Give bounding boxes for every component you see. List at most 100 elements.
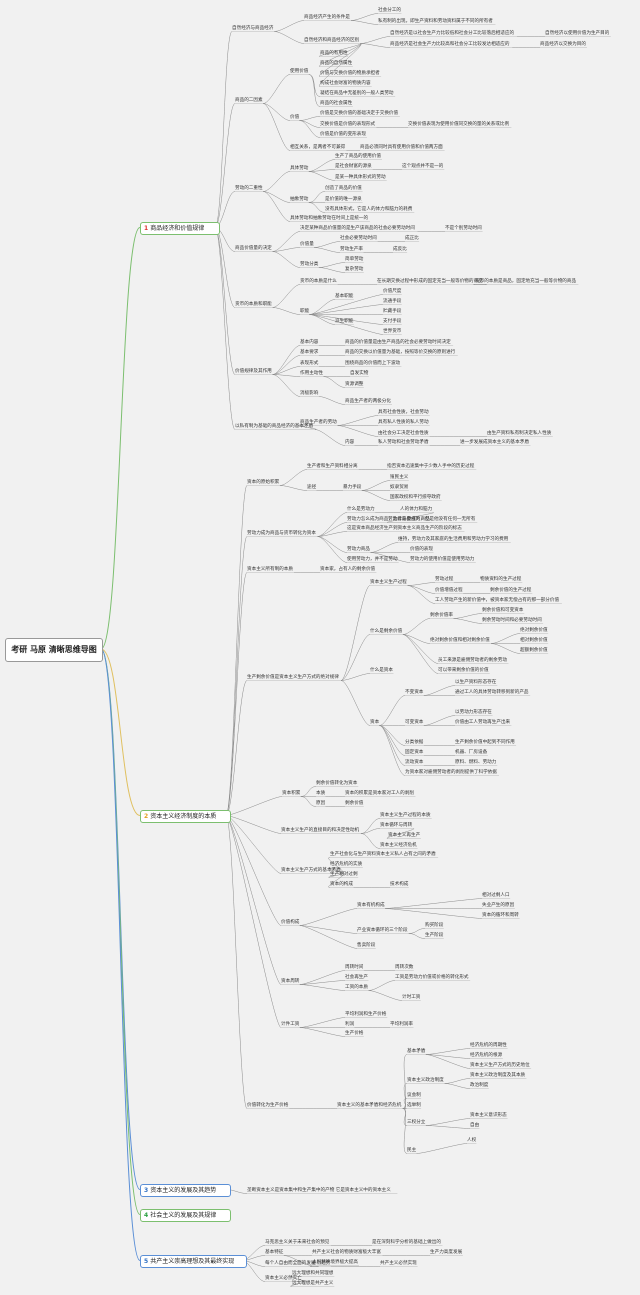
- b1-node[interactable]: 商品价值量的决定: [235, 246, 272, 251]
- b1-node[interactable]: 在长期交换过程中形成的固定充当一般等价物的商品: [377, 279, 483, 284]
- b2-node[interactable]: 本质: [316, 791, 326, 796]
- b1-node[interactable]: 私人劳动和社会劳动矛盾: [378, 440, 429, 445]
- b2-node[interactable]: 以生产资料形态存在: [455, 680, 497, 685]
- b2-node[interactable]: 资本循环与周转: [380, 823, 413, 828]
- b2-node[interactable]: 剩余价值: [345, 801, 364, 806]
- b2-node[interactable]: 物质资料的生产过程: [480, 577, 522, 582]
- b1-node[interactable]: 价值与交换价值的物质承担者: [320, 71, 380, 76]
- b2-node[interactable]: 原料、燃料、劳动力: [455, 760, 497, 765]
- b2-node[interactable]: 资本主义经济危机: [380, 843, 417, 848]
- b2-node[interactable]: 生产社会化与生产资料资本主义私人占有之间的矛盾: [330, 852, 436, 857]
- b1-node[interactable]: 成反比: [393, 247, 407, 252]
- b2-node[interactable]: 价值由工人劳动再生产出来: [455, 720, 511, 725]
- b5-node[interactable]: 远大理想是共产主义: [292, 1281, 334, 1286]
- b1-node[interactable]: 货币的本质和职能: [235, 302, 272, 307]
- b2-node[interactable]: 剩余价值转化为资本: [316, 781, 358, 786]
- b2-node[interactable]: 工人劳动产生的新价值中，被资本家无偿占有的那一部分价值: [435, 598, 560, 603]
- b2-node[interactable]: 生产者和生产资料相分离: [307, 464, 358, 469]
- b2-node[interactable]: 资本主义所有制的本质: [247, 567, 293, 572]
- b5-node[interactable]: 人们精神境界极大提高: [312, 1260, 358, 1265]
- b1-node[interactable]: 价值尺度: [383, 289, 402, 294]
- b1-node[interactable]: 交换价值表现为使用价值同交换的量的关系或比例: [408, 122, 510, 127]
- b1-node[interactable]: 世界货币: [383, 329, 402, 334]
- b1-node[interactable]: 货币的本质是什么: [300, 279, 337, 284]
- b2-node[interactable]: 维持，劳动力及其家庭的生活费用和劳动力学习的费用: [398, 537, 509, 542]
- b2-node[interactable]: 暴力手段: [343, 485, 362, 490]
- b1-node[interactable]: 价值是交换价值的基础决定于交换价值: [320, 111, 399, 116]
- b2-node[interactable]: 劳动过程: [435, 577, 454, 582]
- b1-node[interactable]: 价值规律及其作用: [235, 369, 272, 374]
- b2-node[interactable]: 平均利润率: [390, 1022, 413, 1027]
- b2-node[interactable]: 价值构成: [281, 920, 300, 925]
- b2-node[interactable]: 资本主义意识形态: [470, 1113, 507, 1118]
- b2-node[interactable]: 机器、厂房设备: [455, 750, 488, 755]
- b1-node[interactable]: 商品经济以交换为目的: [540, 42, 586, 47]
- b1-node[interactable]: 不是个别劳动时间: [445, 226, 482, 231]
- b1-node[interactable]: 基本要求: [300, 350, 319, 355]
- b2-node[interactable]: 途径: [307, 485, 317, 490]
- b2-node[interactable]: 生产价格: [345, 1031, 364, 1036]
- b1-node[interactable]: 围绕商品的价值而上下波动: [345, 361, 401, 366]
- b1-node[interactable]: 商品的价值量是由生产商品的社会必要劳动时间决定: [345, 340, 451, 345]
- b2-node[interactable]: 生产相对过剩: [330, 872, 358, 877]
- b1-node[interactable]: 内容: [345, 440, 355, 445]
- b1-node[interactable]: 具有社会性质，社会劳动: [378, 410, 429, 415]
- b2-node[interactable]: 相对剩余价值: [520, 638, 548, 643]
- b2-node[interactable]: 周转次数: [395, 965, 414, 970]
- b1-node[interactable]: 具有私人性质的私人劳动: [378, 420, 429, 425]
- b2-node[interactable]: 资本的原始积累: [247, 480, 280, 485]
- b1-node[interactable]: 劳动分类: [300, 262, 319, 267]
- b2-node[interactable]: 价值的表现: [410, 547, 433, 552]
- b1-node[interactable]: 商品的二因素: [235, 98, 263, 103]
- b1-node[interactable]: 使用价值: [290, 69, 309, 74]
- b1-node[interactable]: 货币的本质是商品，固定地充当一般等价物的商品: [475, 279, 577, 284]
- b1-node[interactable]: 基本职能: [335, 294, 354, 299]
- b2-node[interactable]: 资本主义生产过程的本质: [380, 813, 431, 818]
- b1-node[interactable]: 由生产资料私有制决定私人性质: [487, 431, 552, 436]
- b2-node[interactable]: 资本主义政治制度: [407, 1078, 444, 1083]
- b2-node[interactable]: 剩余劳动时间和必要劳动时间: [482, 618, 542, 623]
- b1-node[interactable]: 商品的有用性: [320, 51, 348, 56]
- b1-node[interactable]: 作用主动性: [300, 371, 323, 376]
- b5-node[interactable]: 远大理想和共同理想: [292, 1271, 334, 1276]
- b2-node[interactable]: 人权: [467, 1138, 477, 1143]
- b2-node[interactable]: 剩余价值和可变资本: [482, 608, 524, 613]
- b2-node[interactable]: 价值转化为生产价格: [247, 1103, 289, 1108]
- b2-node[interactable]: 资本周转: [281, 979, 300, 984]
- b2-node[interactable]: 人的体力和脑力: [400, 507, 433, 512]
- b1-node[interactable]: 私有制的出现，即生产资料和劳动资料属于不同的所有者: [378, 19, 493, 24]
- b2-node[interactable]: 资本主义生产方式的历史地位: [470, 1063, 530, 1068]
- b2-node[interactable]: 分类依据: [405, 740, 424, 745]
- b2-node[interactable]: 资本主义再生产: [388, 833, 421, 838]
- b2-node[interactable]: 劳动者是自由的，但是他没有任何一无所有: [388, 517, 476, 522]
- b1-node[interactable]: 创造了商品的价值: [325, 186, 362, 191]
- b2-node[interactable]: 资本有机构成: [357, 903, 385, 908]
- b1-node[interactable]: 自然经济和商品经济的区别: [304, 38, 360, 43]
- b2-node[interactable]: 劳动力成为商品与货币转化为资本: [247, 531, 316, 536]
- b2-node[interactable]: 资本主义生产方式的基本矛盾: [281, 868, 341, 873]
- b1-node[interactable]: 贮藏手段: [383, 309, 402, 314]
- b2-node[interactable]: 价值增值过程: [435, 588, 463, 593]
- b1-node[interactable]: 由社会分工决定社会性质: [378, 431, 429, 436]
- b1-node[interactable]: 自然经济与商品经济: [232, 26, 274, 31]
- b1-node[interactable]: 商品必须同时具有使用价值和价值两方面: [360, 145, 443, 150]
- b2-node[interactable]: 流动资本: [405, 760, 424, 765]
- b2-node[interactable]: 经济危机的实质: [330, 862, 363, 867]
- b2-node[interactable]: 自由: [470, 1123, 480, 1128]
- b1-node[interactable]: 是某一种具体形式的劳动: [335, 175, 386, 180]
- b2-node[interactable]: 基本矛盾: [407, 1049, 426, 1054]
- b1-node[interactable]: 商品生产者的两极分化: [345, 399, 391, 404]
- b2-node[interactable]: 失业产生的原因: [482, 903, 515, 908]
- b2-node[interactable]: 资本主义的基本矛盾和经济危机: [337, 1103, 402, 1108]
- b2-node[interactable]: 社会再生产: [345, 975, 368, 980]
- b2-node[interactable]: 计时工资: [402, 995, 421, 1000]
- b1-node[interactable]: 社会必要劳动时间: [340, 236, 377, 241]
- b2-node[interactable]: 殖民主义: [390, 475, 409, 480]
- b2-node[interactable]: 生产剩余价值是资本主义生产方式的绝对规律: [247, 675, 339, 680]
- b5-node[interactable]: 资本主义必然灭亡: [265, 1276, 302, 1281]
- b2-node[interactable]: 剩余价值率: [430, 613, 453, 618]
